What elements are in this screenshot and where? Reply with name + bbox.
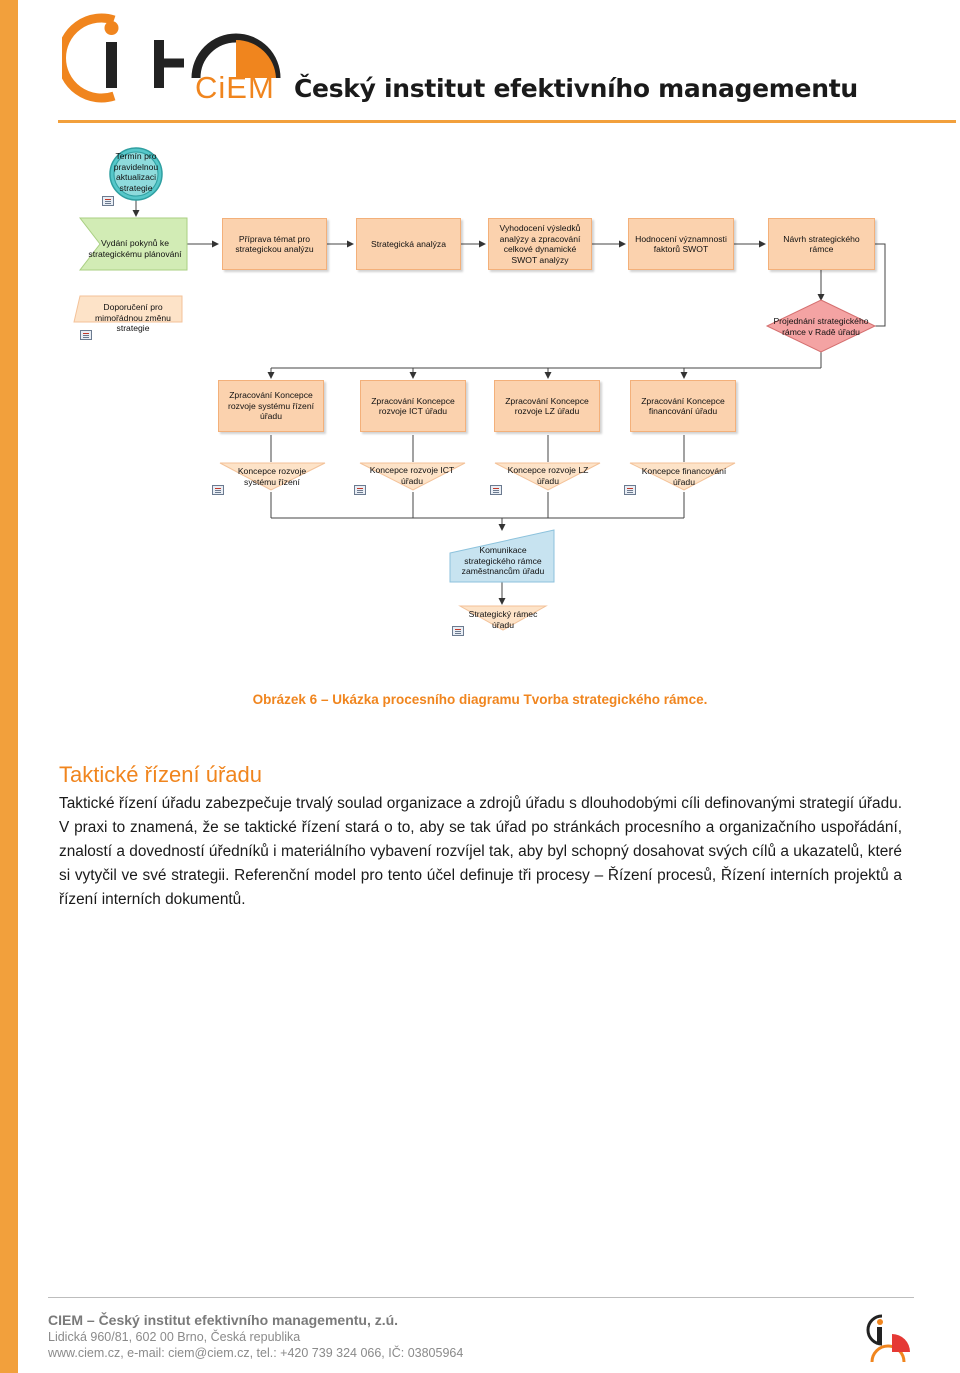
ciem-logo <box>62 13 281 103</box>
footer-company: CIEM – Český institut efektivního manage… <box>48 1312 399 1328</box>
header-title: Český institut efektivního managementu <box>294 74 858 103</box>
section-heading: Taktické řízení úřadu <box>59 762 262 787</box>
output-doc-shape <box>359 462 466 491</box>
timer-event-label: Termín pro pravidelnou aktualizaci strat… <box>113 151 159 193</box>
task-issue-instructions: Vydání pokynů ke strategickému plánování <box>88 238 182 259</box>
start-task-shape <box>78 217 188 271</box>
task-concept-hr: Zpracování Koncepce rozvoje LZ úřadu <box>494 380 600 432</box>
review-gateway-label: Projednání strategického rámce v Radě úř… <box>773 316 869 337</box>
document-icon <box>80 330 92 340</box>
task-strategic-analysis: Strategická analýza <box>356 218 461 270</box>
communication-label: Komunikace strategického rámce zaměstnan… <box>461 545 545 576</box>
extraordinary-doc-shape <box>73 295 183 323</box>
final-output-shape <box>458 605 548 631</box>
task-evaluate-swot: Vyhodocení výsledků analýzy a zpracování… <box>488 218 592 270</box>
section-paragraph: Taktické řízení úřadu zabezpečuje trvalý… <box>59 795 902 908</box>
footer-address: Lidická 960/81, 602 00 Brno, Česká repub… <box>48 1330 301 1344</box>
task-assess-swot-factors: Hodnocení významnosti faktorů SWOT <box>628 218 734 270</box>
footer-logo-icon <box>866 1314 910 1363</box>
task-prepare-topics: Příprava témat pro strategickou analýzu <box>222 218 327 270</box>
footer-contact: www.ciem.cz, e-mail: ciem@ciem.cz, tel.:… <box>48 1346 464 1360</box>
document-icon <box>212 485 224 495</box>
task-concept-ict: Zpracování Koncepce rozvoje ICT úřadu <box>360 380 466 432</box>
document-icon <box>624 485 636 495</box>
review-gateway-shape <box>765 299 877 353</box>
extraordinary-change-doc: Doporučení pro mimořádnou změnu strategi… <box>95 302 171 333</box>
document-icon <box>490 485 502 495</box>
document-icon <box>102 196 114 206</box>
document-icon <box>452 626 464 636</box>
output-doc-shape <box>494 462 601 491</box>
final-output-label: Strategický rámec úřadu <box>468 609 538 630</box>
task-draft-framework: Návrh strategického rámce <box>768 218 875 270</box>
footer-divider <box>48 1297 914 1298</box>
communication-shape <box>449 529 555 583</box>
diagram-connectors <box>73 147 886 631</box>
process-diagram: Termín pro pravidelnou aktualizaci strat… <box>70 140 900 650</box>
logo-wordmark: CiEM <box>195 70 275 105</box>
output-concept-finance: Koncepce financování úřadu <box>641 466 727 487</box>
left-accent-bar <box>0 0 18 1373</box>
output-doc-shape <box>219 462 326 491</box>
document-icon <box>354 485 366 495</box>
header-divider <box>58 120 956 123</box>
output-concept-hr: Koncepce rozvoje LZ úřadu <box>507 465 589 486</box>
output-concept-management: Koncepce rozvoje systému řízení <box>237 466 307 487</box>
task-concept-finance: Zpracování Koncepce financování úřadu <box>630 380 736 432</box>
output-concept-ict: Koncepce rozvoje ICT úřadu <box>369 465 455 486</box>
figure-caption: Obrázek 6 – Ukázka procesního diagramu T… <box>252 692 708 707</box>
task-concept-management: Zpracování Koncepce rozvoje systému říze… <box>218 380 324 432</box>
output-doc-shape <box>629 462 736 491</box>
